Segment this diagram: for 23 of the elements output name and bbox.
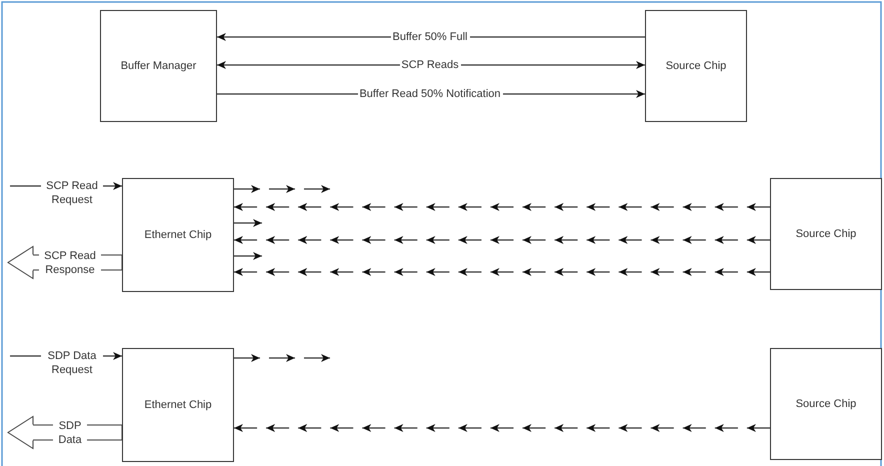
dashed-arrow (234, 268, 770, 276)
dashed-arrow (234, 203, 770, 211)
chip-box (770, 348, 882, 460)
dashed-arrow (234, 252, 262, 260)
dashed-arrow (234, 185, 330, 193)
dashed-arrow (234, 236, 770, 244)
node-label: Buffer Manager (120, 60, 196, 72)
chip-box (122, 348, 234, 462)
node-label: Source Chip (796, 228, 856, 240)
node-label: Ethernet Chip (144, 399, 212, 411)
edge-label: SDP Data (53, 418, 87, 446)
chip-box (100, 10, 217, 122)
node-label: Source Chip (796, 398, 856, 410)
chip-box (122, 178, 234, 292)
dashed-arrow (234, 354, 330, 362)
node-label: Ethernet Chip (144, 229, 212, 241)
dashed-arrow (234, 219, 262, 227)
edge-label: SDP Data Request (41, 349, 103, 377)
chip-box (645, 10, 747, 122)
chip-box (770, 178, 882, 290)
dashed-arrow (234, 424, 770, 432)
node-label: Source Chip (666, 60, 726, 72)
edge-label: SCP Read Request (41, 179, 103, 207)
